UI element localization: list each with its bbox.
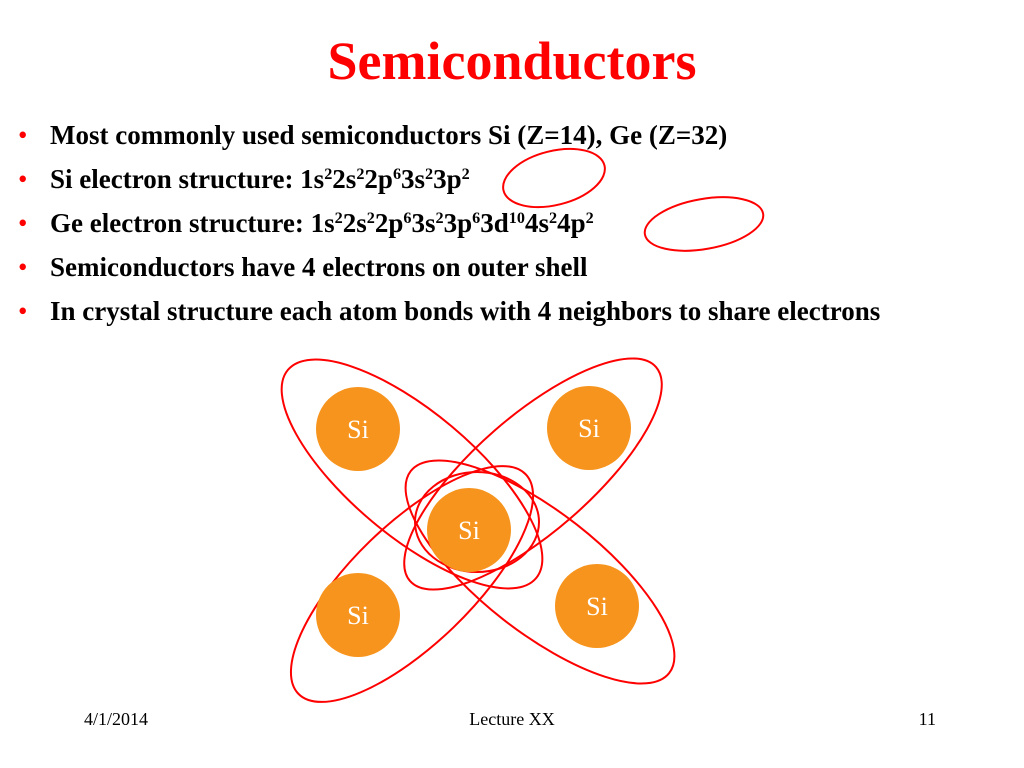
superscript: 2 bbox=[356, 165, 365, 184]
bullet-text: Si electron structure: 1s22s22p63s23p2 bbox=[50, 164, 470, 194]
superscript: 2 bbox=[324, 165, 333, 184]
footer-page-number: 11 bbox=[918, 709, 936, 729]
slide-title: Semiconductors bbox=[327, 31, 697, 91]
bullet-crystal-structure: • In crystal structure each atom bonds w… bbox=[10, 292, 990, 330]
bullet-dot: • bbox=[18, 164, 28, 194]
superscript: 6 bbox=[392, 165, 402, 184]
bullet-dot: • bbox=[18, 296, 28, 326]
bullet-text: Most commonly used semiconductors Si (Z=… bbox=[50, 120, 728, 150]
bond-ellipse-bottom-right bbox=[404, 459, 676, 685]
footer-date: 4/1/2014 bbox=[84, 709, 149, 729]
atom-bottom-right: Si bbox=[555, 564, 639, 648]
bond-ellipse-center bbox=[414, 471, 540, 573]
bullet-outer-shell: • Semiconductors have 4 electrons on out… bbox=[10, 248, 990, 286]
bullet-list: • Most commonly used semiconductors Si (… bbox=[10, 116, 990, 336]
bullet-dot: • bbox=[18, 120, 28, 150]
footer-lecture: Lecture XX bbox=[469, 709, 555, 729]
superscript: 2 bbox=[334, 209, 343, 228]
svg-text:Si: Si bbox=[347, 415, 369, 444]
bond-ellipse-top-left bbox=[280, 358, 544, 590]
superscript: 6 bbox=[472, 209, 481, 228]
superscript: 2 bbox=[435, 209, 444, 228]
superscript: 10 bbox=[508, 209, 525, 228]
bullet-text: Semiconductors have 4 electrons on outer… bbox=[50, 252, 588, 282]
svg-text:Si: Si bbox=[458, 516, 480, 545]
superscript: 2 bbox=[461, 165, 470, 184]
bond-ellipse-top-right bbox=[403, 357, 663, 591]
atom-center: Si bbox=[427, 488, 511, 572]
superscript: 2 bbox=[425, 165, 434, 184]
bond-ellipse-bottom-left bbox=[289, 465, 535, 703]
superscript: 2 bbox=[548, 209, 558, 228]
svg-text:Si: Si bbox=[586, 592, 608, 621]
superscript: 6 bbox=[403, 209, 412, 228]
svg-text:Si: Si bbox=[347, 601, 369, 630]
bullet-common-semiconductors: • Most commonly used semiconductors Si (… bbox=[10, 116, 990, 154]
superscript: 2 bbox=[366, 209, 375, 228]
bullet-text: In crystal structure each atom bonds wit… bbox=[50, 296, 881, 326]
superscript: 2 bbox=[585, 209, 594, 228]
bullet-si-electron-structure: • Si electron structure: 1s22s22p63s23p2 bbox=[10, 160, 990, 198]
bullet-ge-electron-structure: • Ge electron structure: 1s22s22p63s23p6… bbox=[10, 204, 990, 242]
atom-top-left: Si bbox=[316, 387, 400, 471]
bullet-dot: • bbox=[18, 252, 28, 282]
bullet-dot: • bbox=[18, 208, 28, 238]
svg-text:Si: Si bbox=[578, 414, 600, 443]
bullet-text: Ge electron structure: 1s22s22p63s23p63d… bbox=[50, 208, 594, 238]
atom-top-right: Si bbox=[547, 386, 631, 470]
atom-bottom-left: Si bbox=[316, 573, 400, 657]
